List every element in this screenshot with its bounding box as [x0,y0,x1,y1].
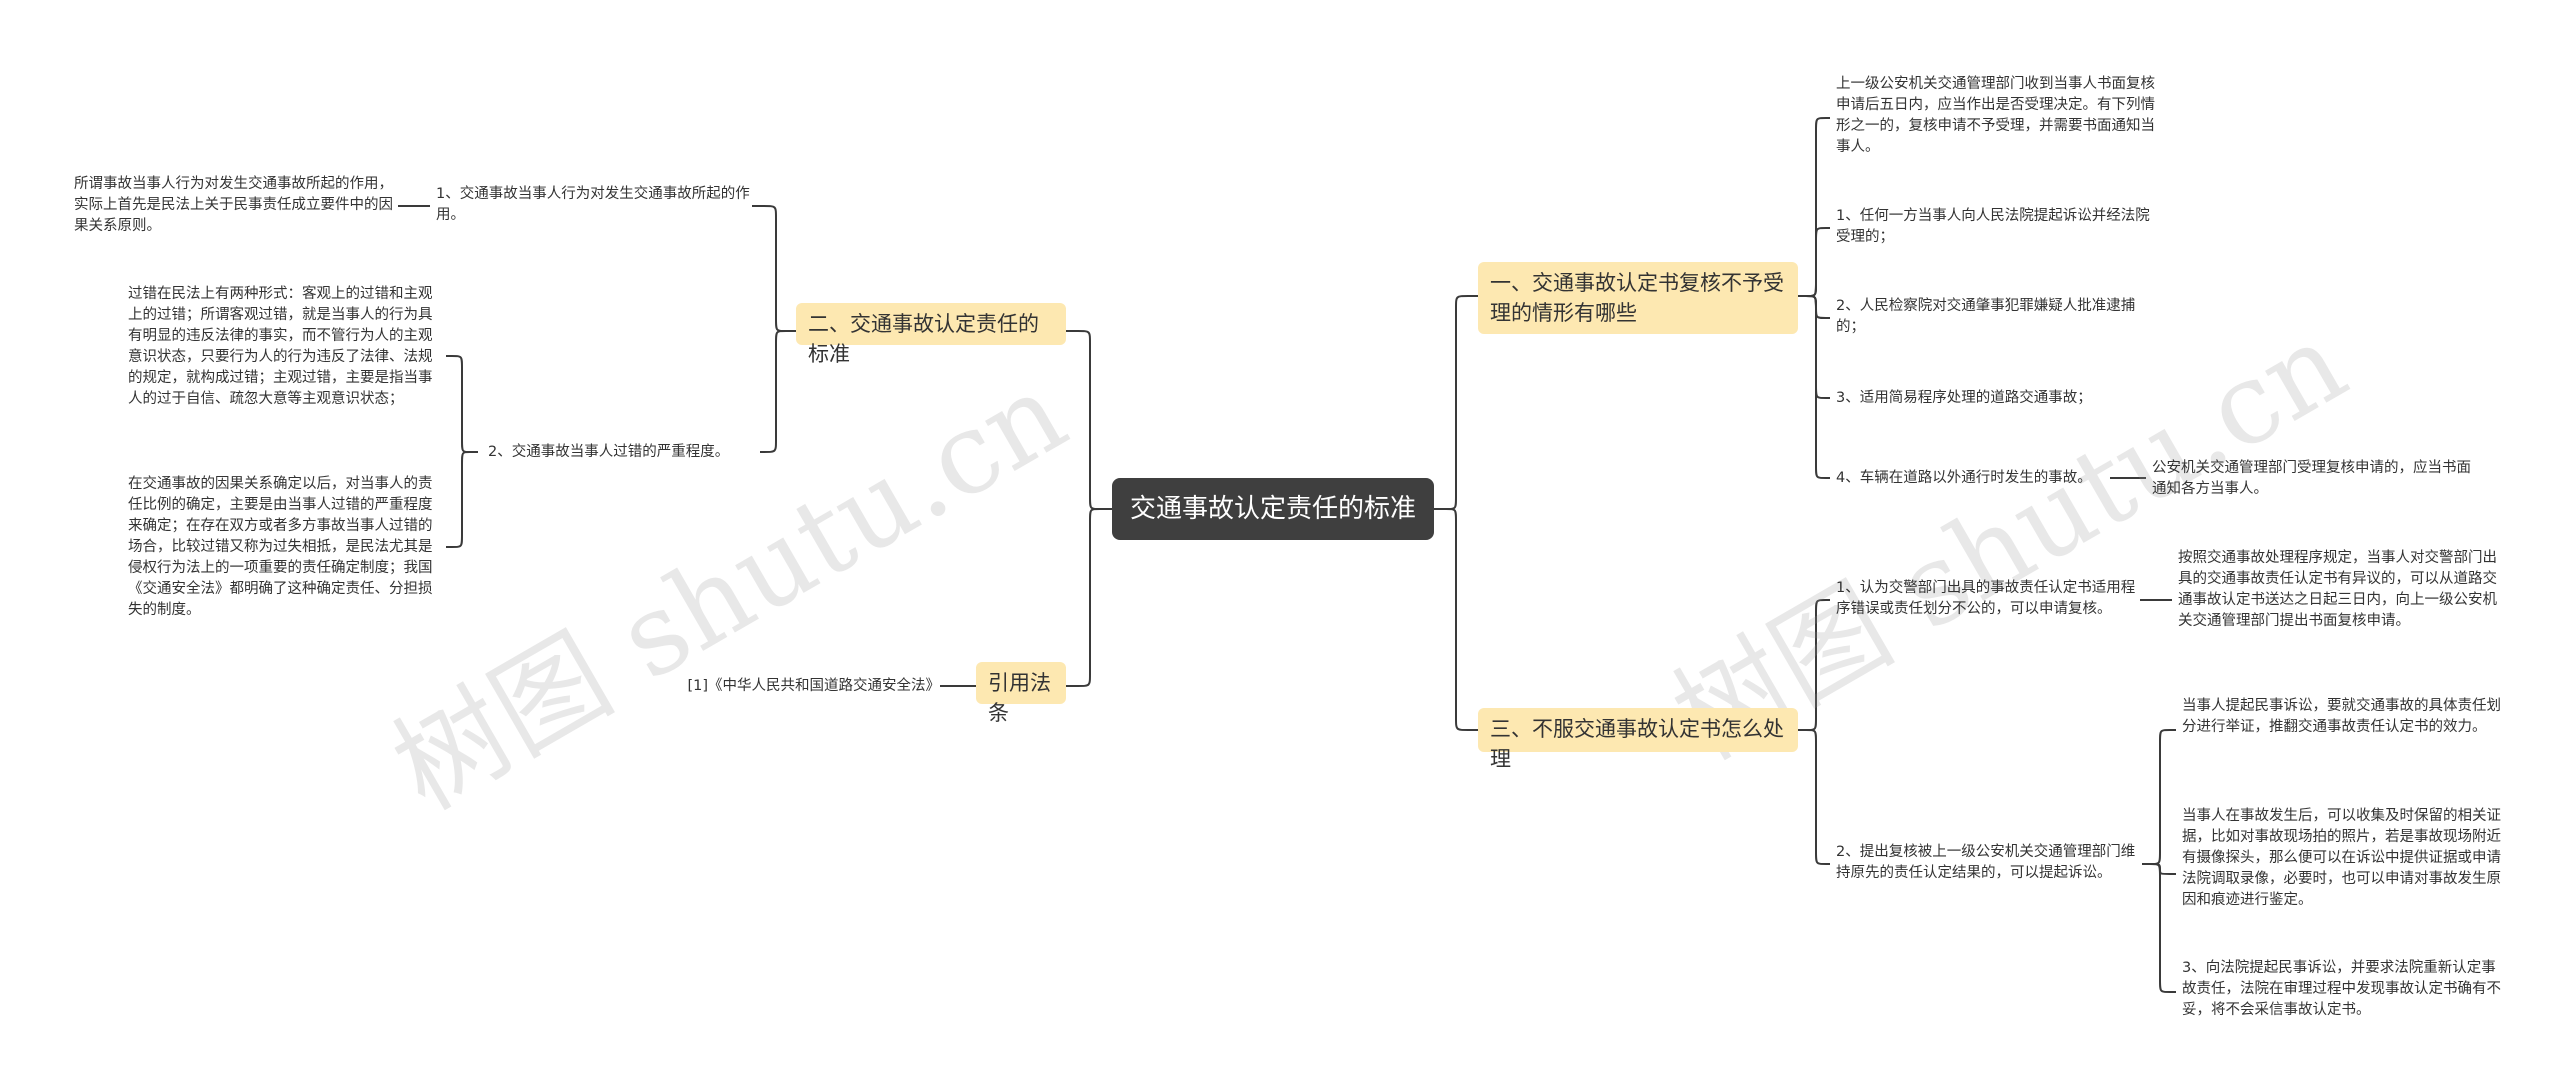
standard-item2-detail2[interactable]: 在交通事故的因果关系确定以后，对当事人的责任比例的确定，主要是由当事人过错的严重… [128,476,433,618]
branch-node-review[interactable]: 一、交通事故认定书复核不予受理的情形有哪些 [1478,262,1798,334]
dispute-item1-detail[interactable]: 按照交通事故处理程序规定，当事人对交警部门出具的交通事故责任认定书有异议的，可以… [2178,550,2497,629]
link-review-item2 [1798,295,1830,319]
link-item2-detail2 [446,451,478,548]
review-intro[interactable]: 上一级公安机关交通管理部门收到当事人书面复核申请后五日内，应当作出是否受理决定。… [1836,76,2155,155]
link-dispute-item1 [1798,599,1830,731]
root-node[interactable]: 交通事故认定责任的标准 [1112,478,1434,540]
dispute-item2-detail3[interactable]: 3、向法院提起民事诉讼，并要求法院重新认定事故责任，法院在审理过程中发现事故认定… [2182,960,2501,1018]
link-review-item1 [1798,227,1830,297]
review-item4[interactable]: 4、车辆在道路以外通行时发生的事故。 [1836,470,2092,486]
link-standard-item2 [760,330,796,453]
link-root-law [1066,508,1112,687]
link-review-item3 [1798,295,1830,399]
branch-node-dispute[interactable]: 三、不服交通事故认定书怎么处理 [1478,708,1798,771]
dispute-item2-detail2[interactable]: 当事人在事故发生后，可以收集及时保留的相关证据，比如对事故现场拍的照片，若是事故… [2182,808,2501,908]
standard-item1-detail[interactable]: 所谓事故当事人行为对发生交通事故所起的作用，实际上首先是民法上关于民事责任成立要… [74,176,393,234]
dispute-item2-detail1[interactable]: 当事人提起民事诉讼，要就交通事故的具体责任划分进行举证，推翻交通事故责任认定书的… [2182,698,2501,735]
review-item1[interactable]: 1、任何一方当事人向人民法院提起诉讼并经法院受理的； [1836,208,2150,245]
branch-node-law[interactable]: 引用法条 [976,662,1066,725]
branch-node-standard[interactable]: 二、交通事故认定责任的标准 [796,303,1066,366]
link-dispute-item2 [1798,729,1830,865]
link-standard-item1 [752,205,796,332]
review-item2[interactable]: 2、人民检察院对交通肇事犯罪嫌疑人批准逮捕的； [1836,298,2136,335]
link-ditem2-detail1 [2142,729,2176,865]
link-root-review [1434,295,1478,510]
link-root-dispute [1434,508,1478,731]
standard-item2-detail1[interactable]: 过错在民法上有两种形式：客观上的过错和主观上的过错；所谓客观过错，就是当事人的行… [128,286,433,407]
standard-item1-label[interactable]: 1、交通事故当事人行为对发生交通事故所起的作用。 [436,186,750,223]
standard-item2-label[interactable]: 2、交通事故当事人过错的严重程度。 [488,444,730,460]
review-item3[interactable]: 3、适用简易程序处理的道路交通事故； [1836,390,2092,406]
link-ditem2-detail3 [2142,863,2176,993]
link-review-item4 [1798,295,1830,479]
link-item2-detail1 [446,355,478,453]
dispute-item2-label[interactable]: 2、提出复核被上一级公安机关交通管理部门维持原先的责任认定结果的，可以提起诉讼。 [1836,844,2136,881]
law-item1[interactable]: [1]《中华人民共和国道路交通安全法》 [687,678,940,694]
dispute-item1-label[interactable]: 1、认为交警部门出具的事故责任认定书适用程序错误或责任划分不公的，可以申请复核。 [1836,580,2136,617]
link-review-intro [1798,117,1830,297]
review-note[interactable]: 公安机关交通管理部门受理复核申请的，应当书面通知各方当事人。 [2152,460,2471,497]
link-root-standard [1066,330,1112,510]
